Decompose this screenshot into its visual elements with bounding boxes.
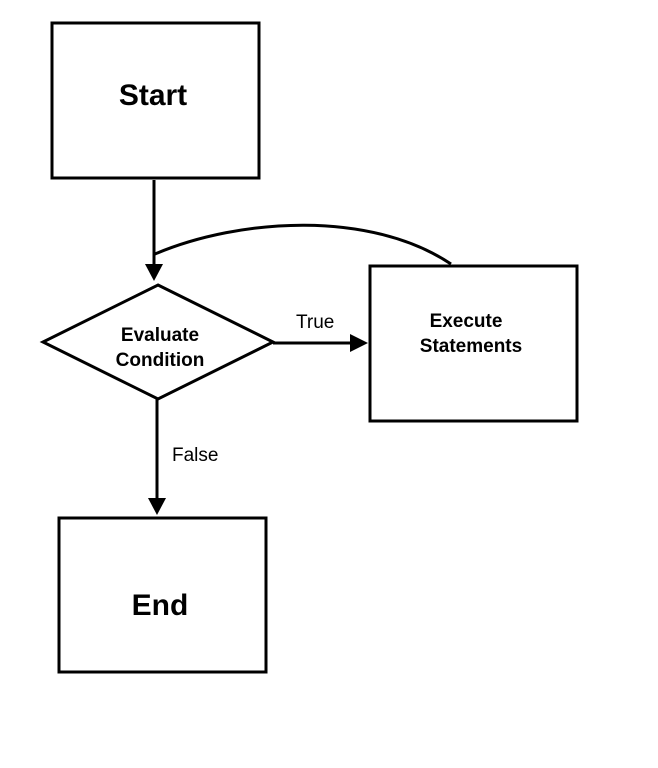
start-node: Start [50, 21, 261, 180]
execute-box [368, 264, 579, 423]
arrowhead [148, 498, 166, 515]
edge-true: True [273, 312, 368, 352]
edge-false: False [148, 399, 218, 515]
end-node: End [57, 516, 268, 674]
execute-label-line1: Execute [430, 311, 503, 332]
execute-node: Execute Statements [368, 264, 579, 423]
start-label: Start [119, 79, 187, 112]
start-box [50, 21, 261, 180]
end-label: End [132, 589, 189, 622]
end-box [57, 516, 268, 674]
true-label: True [296, 312, 334, 333]
edge-start-to-condition [145, 180, 163, 281]
false-label: False [172, 445, 218, 466]
arrowhead [350, 334, 368, 352]
condition-node: Evaluate Condition [39, 283, 277, 401]
edge-loop-back [154, 223, 452, 266]
execute-label-line2: Statements [420, 336, 522, 357]
arrowhead [145, 264, 163, 281]
condition-label-line1: Evaluate [121, 325, 199, 346]
condition-label-line2: Condition [116, 350, 205, 371]
loop-curve [154, 223, 452, 266]
